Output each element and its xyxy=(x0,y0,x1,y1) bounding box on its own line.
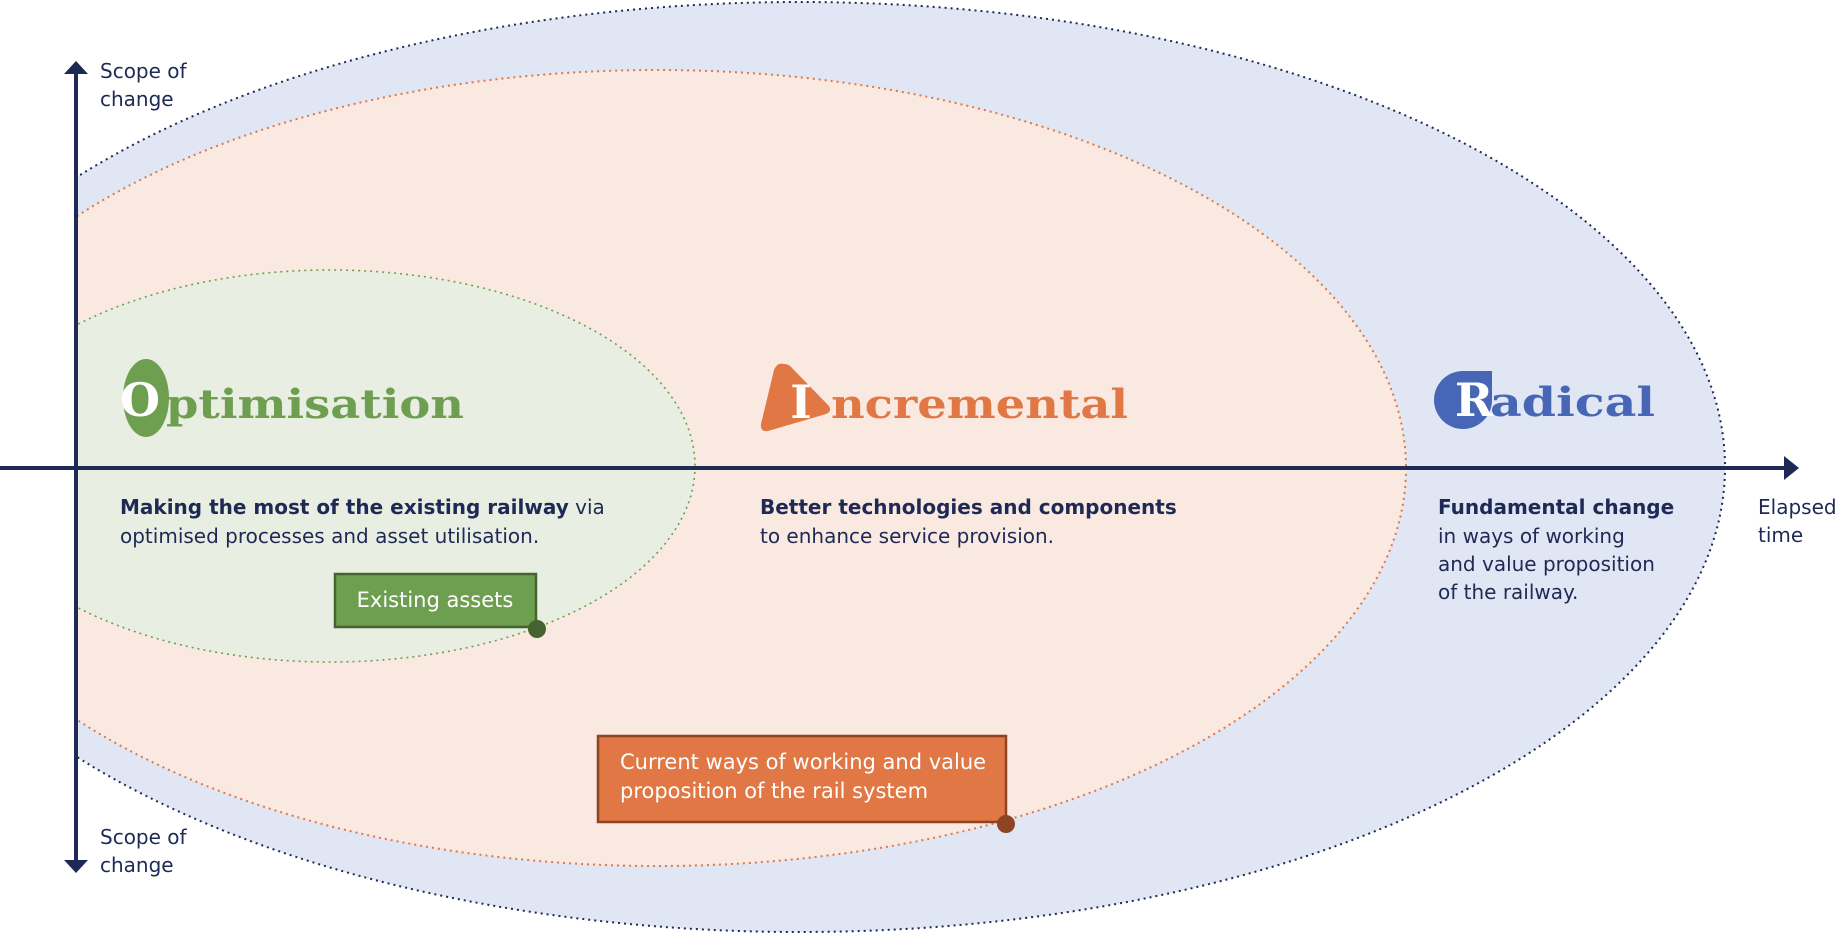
current-ways-box xyxy=(596,734,1008,824)
current-ways-callout: Current ways of working and value propos… xyxy=(596,734,1015,833)
incremental-description: Better technologies and components to en… xyxy=(760,495,1183,548)
radical-logo-text: adical xyxy=(1490,379,1655,426)
radical-badge-icon xyxy=(1434,370,1493,429)
incremental-badge-icon xyxy=(760,363,831,432)
arrow-up-icon xyxy=(64,61,88,74)
arrow-down-icon xyxy=(64,860,88,873)
incremental-logo-text: ncremental xyxy=(831,381,1128,428)
axis-label-elapsed-time: Elapsed time xyxy=(1758,495,1839,547)
radical-logo: R adical xyxy=(1434,370,1655,429)
optimisation-badge-icon xyxy=(123,359,169,437)
axis-label-bottom: Scope of change xyxy=(100,825,193,877)
arrow-right-icon xyxy=(1784,456,1799,480)
incremental-logo: I ncremental xyxy=(760,363,1128,432)
incremental-logo-initial: I xyxy=(790,375,812,429)
current-ways-marker xyxy=(997,815,1015,833)
existing-assets-box xyxy=(333,572,538,629)
axis-label-top: Scope of change xyxy=(100,59,193,111)
existing-assets-callout: Existing assets xyxy=(333,572,546,638)
current-ways-label: Current ways of working and value propos… xyxy=(620,750,993,803)
optimisation-logo-initial: O xyxy=(120,373,160,427)
optimisation-logo-text: ptimisation xyxy=(166,381,464,428)
optimisation-description: Making the most of the existing railway … xyxy=(120,495,611,548)
existing-assets-marker xyxy=(528,620,546,638)
radical-logo-initial: R xyxy=(1455,373,1494,427)
optimisation-logo: O ptimisation xyxy=(120,359,464,437)
existing-assets-label: Existing assets xyxy=(357,588,514,612)
radical-description: Fundamental change in ways of working an… xyxy=(1438,495,1681,604)
